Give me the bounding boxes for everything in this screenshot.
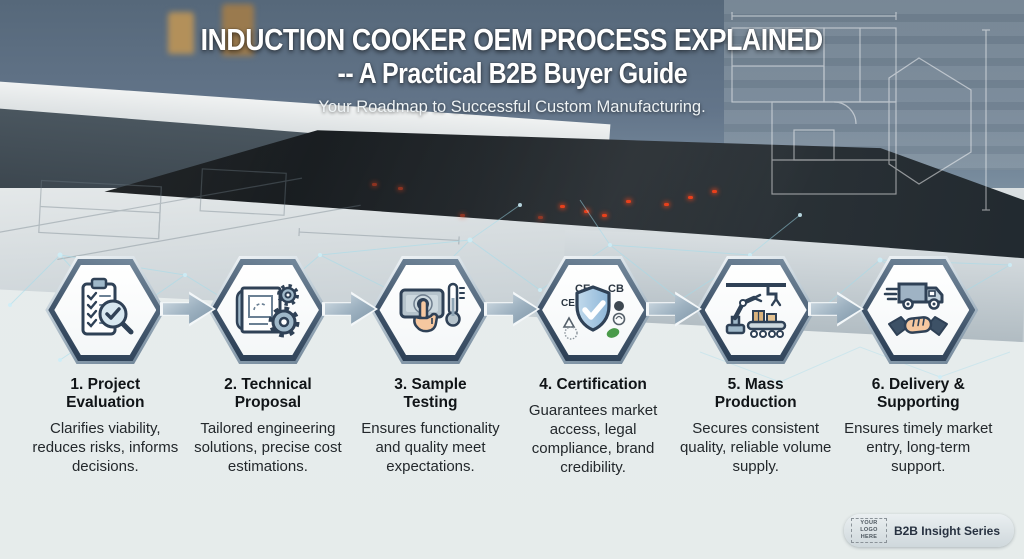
robot-arm-conveyor-icon [725, 283, 786, 338]
step-project-evaluation: 1. Project Evaluation Clarifies viabilit… [24, 256, 187, 477]
canister-photo [222, 4, 254, 56]
truck-handshake-icon [884, 282, 949, 336]
step-title: 1. Project Evaluation [66, 376, 145, 411]
step-description: Tailored engineering solutions, precise … [194, 419, 342, 476]
step-certification: CE CB CE 4. Certification Guarant [512, 256, 675, 477]
hexagon-frame [370, 256, 491, 364]
hexagon-frame [45, 256, 166, 364]
step-title: 3. Sample Testing [394, 376, 467, 411]
step-description: Guarantees market access, legal complian… [528, 401, 658, 477]
step-description: Secures consistent quality, reliable vol… [679, 419, 832, 476]
series-label: B2B Insight Series [893, 523, 1000, 538]
canister-photo [168, 12, 194, 54]
step-description: Ensures timely market entry, long-term s… [844, 419, 993, 476]
blueprint-gears-icon [235, 284, 300, 338]
hexagon-frame [695, 256, 816, 364]
page-title-line1: INDUCTION COOKER OEM PROCESS EXPLAINED [200, 22, 824, 57]
step-mass-production: 5. Mass Production Secures consistent qu… [674, 256, 837, 477]
step-title: 5. Mass Production [714, 376, 797, 411]
step-sample-testing: 3. Sample Testing Ensures functionality … [349, 256, 512, 477]
step-title: 2. Technical Proposal [224, 376, 312, 411]
page-subtitle: Your Roadmap to Successful Custom Manufa… [318, 98, 706, 117]
step-technical-proposal: 2. Technical Proposal Tailored engineeri… [187, 256, 350, 477]
hexagon-frame: CE CB CE [533, 256, 654, 364]
svg-text:CE: CE [561, 298, 575, 309]
blueprint-sketch-left [0, 168, 460, 261]
step-description: Ensures functionality and quality meet e… [361, 419, 500, 476]
header: INDUCTION COOKER OEM PROCESS EXPLAINED -… [0, 22, 1024, 117]
logo-placeholder: YOUR LOGO HERE [850, 518, 887, 543]
step-delivery-supporting: 6. Delivery & Supporting Ensures timely … [837, 256, 1000, 477]
touch-test-thermometer-icon [399, 282, 466, 333]
step-title: 6. Delivery & Supporting [871, 376, 965, 411]
process-steps-row: 1. Project Evaluation Clarifies viabilit… [24, 256, 1000, 477]
step-title: 4. Certification [539, 376, 647, 393]
page-title-line2: -- A Practical B2B Buyer Guide [337, 57, 687, 90]
footer-badge: YOUR LOGO HERE B2B Insight Series [843, 514, 1014, 547]
svg-text:CB: CB [608, 283, 624, 295]
hexagon-frame [858, 256, 979, 364]
blueprint-sketch-right [731, 12, 990, 211]
hexagon-frame [207, 256, 328, 364]
certification-shield-icon: CE CB CE [561, 283, 626, 340]
clipboard-magnifier-icon [81, 277, 134, 336]
step-description: Clarifies viability, reduces risks, info… [32, 419, 179, 476]
